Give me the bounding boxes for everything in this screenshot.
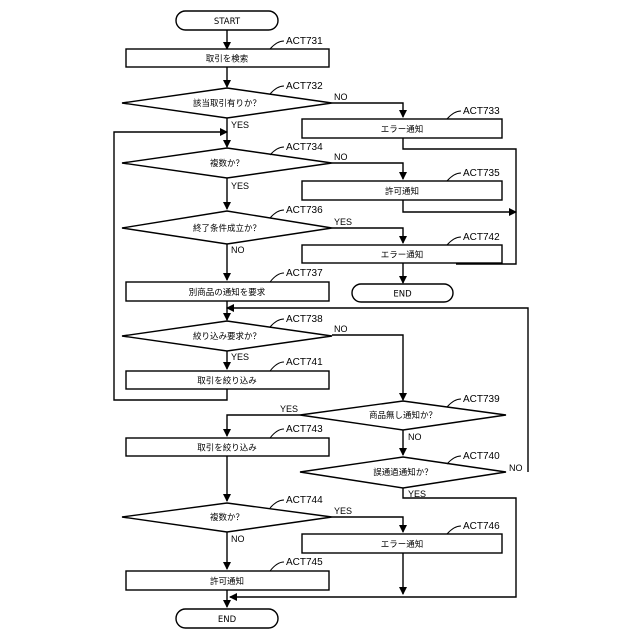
multi2-label: 複数か？	[210, 512, 244, 523]
leader-a745	[270, 562, 284, 571]
ref-a734: ACT734	[286, 142, 323, 153]
start-label: START	[214, 17, 241, 27]
permit2-label: 許可通知	[210, 576, 244, 587]
narrow-req-label: 絞り込み要求か？	[193, 331, 261, 342]
permit1-process: 許可通知	[302, 181, 502, 200]
edge-multi2-yes	[332, 517, 403, 532]
narrow1-process: 取引を絞り込み	[126, 371, 329, 389]
leader-a735	[447, 173, 461, 181]
err1-process: エラー通知	[302, 119, 502, 138]
narrow-req-decision: 絞り込み要求か？	[122, 321, 332, 351]
reference-labels: ACT731 ACT732 ACT733 ACT734 ACT735 ACT73…	[270, 36, 500, 571]
narrow2-label: 取引を絞り込み	[197, 443, 257, 454]
ref-a739: ACT739	[463, 394, 500, 405]
edge-narrow-req-no	[332, 335, 403, 400]
leader-a731	[270, 41, 284, 49]
ref-a741: ACT741	[286, 357, 323, 368]
end-cond-label: 終了条件成立か？	[193, 223, 261, 234]
leader-a741	[270, 362, 284, 371]
err2-label: エラー通知	[381, 250, 424, 261]
ref-a735: ACT735	[463, 168, 500, 179]
permit2-process: 許可通知	[126, 571, 329, 590]
ref-a746: ACT746	[463, 521, 500, 532]
cond-wrong-notice-no: NO	[509, 463, 523, 473]
cond-has-tx-no: NO	[334, 92, 348, 102]
has-tx-decision: 該当取引有りか？	[122, 88, 332, 118]
narrow1-label: 取引を絞り込み	[197, 376, 257, 387]
start-node: START	[176, 11, 278, 30]
cond-narrow-req-yes: YES	[231, 352, 249, 362]
ref-a745: ACT745	[286, 557, 323, 568]
ref-a731: ACT731	[286, 36, 323, 47]
ref-a738: ACT738	[286, 314, 323, 325]
multi1-label: 複数か？	[210, 158, 244, 169]
cond-end-cond-yes: YES	[334, 217, 352, 227]
err1-label: エラー通知	[381, 124, 424, 135]
end2-label: END	[218, 615, 237, 625]
search-process: 取引を検索	[126, 49, 329, 67]
end1-node: END	[352, 284, 453, 302]
search-label: 取引を検索	[206, 54, 249, 65]
ref-a740: ACT740	[463, 451, 500, 462]
end1-label: END	[393, 290, 412, 300]
end2-node: END	[176, 609, 278, 628]
ref-a736: ACT736	[286, 205, 323, 216]
cond-narrow-req-no: NO	[334, 324, 348, 334]
no-product-decision: 商品無し通知か？	[300, 401, 506, 430]
cond-has-tx-yes: YES	[231, 120, 249, 130]
leader-a733	[447, 111, 461, 119]
request-process: 別商品の通知を要求	[126, 282, 329, 301]
leader-a746	[447, 526, 461, 534]
leader-a739	[447, 399, 461, 407]
ref-a733: ACT733	[463, 106, 500, 117]
wrong-notice-label: 誤通過通知か？	[373, 467, 433, 478]
edge-has-tx-no	[332, 103, 403, 117]
multi2-decision: 複数か？	[122, 503, 332, 532]
edge-end-cond-yes	[332, 228, 403, 243]
cond-multi1-yes: YES	[231, 181, 249, 191]
leader-a743	[270, 429, 284, 438]
cond-multi2-yes: YES	[334, 506, 352, 516]
err3-process: エラー通知	[302, 534, 502, 553]
leader-a740	[447, 456, 461, 464]
cond-multi2-no: NO	[231, 534, 245, 544]
request-label: 別商品の通知を要求	[189, 287, 266, 298]
ref-a743: ACT743	[286, 424, 323, 435]
ref-a737: ACT737	[286, 268, 323, 279]
cond-end-cond-no: NO	[231, 245, 245, 255]
leader-a744	[270, 500, 284, 508]
leader-a742	[447, 237, 461, 245]
ref-a732: ACT732	[286, 81, 323, 92]
narrow2-process: 取引を絞り込み	[126, 438, 329, 456]
edge-multi1-no	[332, 163, 403, 179]
cond-no-product-no: NO	[408, 432, 422, 442]
leader-a732	[270, 86, 284, 94]
err3-label: エラー通知	[381, 539, 424, 550]
edge-permit1-merge	[403, 200, 516, 212]
no-product-label: 商品無し通知か？	[369, 410, 437, 421]
err2-process: エラー通知	[302, 245, 502, 263]
has-tx-label: 該当取引有りか？	[193, 98, 261, 109]
ref-a744: ACT744	[286, 495, 323, 506]
cond-no-product-yes: YES	[280, 404, 298, 414]
leader-a738	[270, 319, 284, 327]
cond-multi1-no: NO	[334, 152, 348, 162]
leader-a736	[270, 210, 284, 218]
leader-a737	[270, 273, 284, 282]
cond-wrong-notice-yes: YES	[408, 489, 426, 499]
ref-a742: ACT742	[463, 232, 500, 243]
permit1-label: 許可通知	[385, 186, 419, 197]
